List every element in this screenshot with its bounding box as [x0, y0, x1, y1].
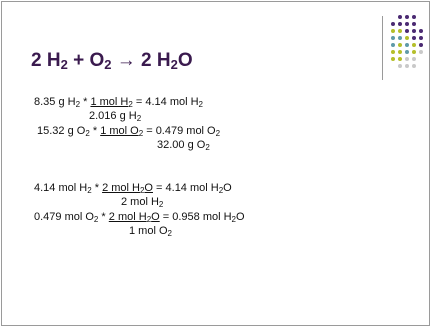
text: = 0.958 mol H	[159, 211, 232, 223]
decorative-dot	[412, 15, 416, 19]
subscript: 2	[218, 186, 224, 195]
text: 2.016 g H	[89, 110, 137, 122]
calc-h2o-from-o2-line: 0.479 mol O2 * 2 mol H2O = 0.958 mol H2O	[34, 211, 245, 224]
calc-o2-denominator: 32.00 g O2	[157, 139, 210, 152]
decorative-dot	[398, 15, 402, 19]
decorative-dot	[419, 36, 423, 40]
subscript: 2	[146, 215, 152, 224]
decorative-dot	[412, 36, 416, 40]
decorative-dot	[391, 29, 395, 33]
title-subscript: 2	[60, 57, 68, 72]
numerator: 1 mol O2	[100, 125, 144, 138]
decorative-dot	[412, 50, 416, 54]
title-part: → 2 H	[111, 50, 171, 71]
subscript: 2	[136, 114, 142, 123]
decorative-dot	[405, 64, 409, 68]
text: 1 mol H	[90, 96, 129, 108]
subscript: 2	[167, 229, 172, 238]
decorative-dot	[391, 43, 395, 47]
subscript: 2	[93, 215, 99, 224]
decorative-dot	[391, 50, 395, 54]
decorative-dot	[391, 22, 395, 26]
subscript: 2	[139, 186, 145, 195]
decorative-dot	[398, 36, 402, 40]
text: *	[91, 182, 103, 194]
decorative-dot	[398, 57, 402, 61]
subscript: 2	[85, 129, 90, 138]
decorative-dot	[419, 43, 423, 47]
subscript: 2	[231, 215, 236, 224]
calc-h2o-from-h2-denominator: 2 mol H2	[121, 196, 163, 209]
decorative-dot	[412, 29, 416, 33]
text: 4.14 mol H	[34, 182, 88, 194]
text: = 4.14 mol H	[132, 96, 199, 108]
text: 2 mol H	[108, 211, 147, 223]
decorative-dot	[398, 64, 402, 68]
text: = 4.14 mol H	[152, 182, 219, 194]
text: *	[89, 125, 101, 137]
decorative-dot	[405, 50, 409, 54]
numerator: 1 mol H2	[90, 96, 133, 109]
decorative-dot	[398, 50, 402, 54]
decorative-dot	[419, 29, 423, 33]
numerator: 2 mol H2O	[108, 211, 160, 224]
decorative-dot	[398, 43, 402, 47]
text: O	[223, 182, 232, 194]
text: *	[98, 211, 109, 223]
subscript: 2	[87, 186, 92, 195]
text: O	[236, 211, 245, 223]
subscript: 2	[158, 200, 164, 209]
decorative-dot	[412, 43, 416, 47]
divider-line	[382, 16, 383, 80]
title-part: 2 H	[31, 50, 61, 71]
text: 1 mol O	[129, 225, 168, 237]
text: *	[80, 96, 91, 108]
subscript: 2	[75, 100, 81, 109]
decorative-dot	[398, 22, 402, 26]
title-subscript: 2	[170, 57, 178, 72]
decorative-dot	[412, 64, 416, 68]
decorative-dot	[405, 43, 409, 47]
title-part: + O	[67, 50, 105, 71]
subscript: 2	[128, 100, 133, 109]
subscript: 2	[215, 129, 221, 138]
text: 2 mol H	[121, 196, 159, 208]
numerator: 2 mol H2O	[102, 182, 153, 195]
subscript: 2	[205, 143, 210, 152]
decorative-dot	[398, 29, 402, 33]
text: 8.35 g H	[34, 96, 76, 108]
slide: 2 H2 + O2 → 2 H2O 8.35 g H2 * 1 mol H2 =…	[1, 1, 430, 326]
text: = 0.479 mol O	[143, 125, 216, 137]
slide-title: 2 H2 + O2 → 2 H2O	[31, 50, 193, 72]
decorative-dot	[391, 36, 395, 40]
subscript: 2	[138, 129, 144, 138]
decorative-dot	[405, 57, 409, 61]
decorative-dot	[405, 36, 409, 40]
calc-h2o-from-h2-line: 4.14 mol H2 * 2 mol H2O = 4.14 mol H2O	[34, 182, 232, 195]
text: 1 mol O	[100, 125, 139, 137]
subscript: 2	[198, 100, 203, 109]
calc-h2-line: 8.35 g H2 * 1 mol H2 = 4.14 mol H2	[34, 96, 203, 109]
decorative-dot	[405, 15, 409, 19]
decorative-dot	[412, 22, 416, 26]
text: O	[151, 211, 160, 223]
decorative-dot	[391, 57, 395, 61]
decorative-dot-grid-icon	[391, 15, 431, 79]
text: 2 mol H	[102, 182, 140, 194]
title-part: O	[177, 50, 193, 71]
decorative-dot	[405, 29, 409, 33]
text: 32.00 g O	[157, 139, 206, 151]
text: O	[144, 182, 153, 194]
decorative-dot	[405, 22, 409, 26]
decorative-dot	[419, 50, 423, 54]
calc-o2-line: 15.32 g O2 * 1 mol O2 = 0.479 mol O2	[37, 125, 220, 138]
decorative-dot	[412, 57, 416, 61]
calc-h2o-from-o2-denominator: 1 mol O2	[129, 225, 172, 238]
text: 15.32 g O	[37, 125, 86, 137]
title-subscript: 2	[104, 57, 112, 72]
calc-h2-denominator: 2.016 g H2	[89, 110, 141, 123]
text: 0.479 mol O	[34, 211, 94, 223]
